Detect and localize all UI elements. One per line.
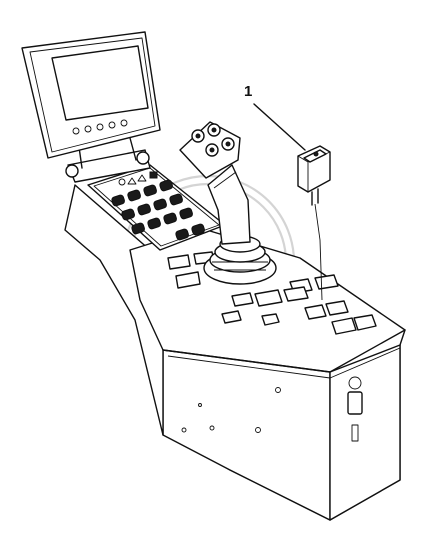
monitor-button <box>96 123 104 131</box>
leader-line <box>253 103 306 151</box>
monitor-screen <box>51 45 149 121</box>
display-monitor <box>21 31 161 183</box>
callout-1: 1 <box>244 83 306 151</box>
monitor-button <box>72 127 80 135</box>
keypad-keys <box>111 179 205 241</box>
rocker-switch <box>297 145 331 301</box>
side-plug-socket <box>347 391 363 415</box>
callout-label: 1 <box>244 83 252 100</box>
joystick <box>179 121 277 285</box>
monitor-button <box>108 121 116 129</box>
monitor-button <box>120 119 128 127</box>
monitor-button <box>84 125 92 133</box>
